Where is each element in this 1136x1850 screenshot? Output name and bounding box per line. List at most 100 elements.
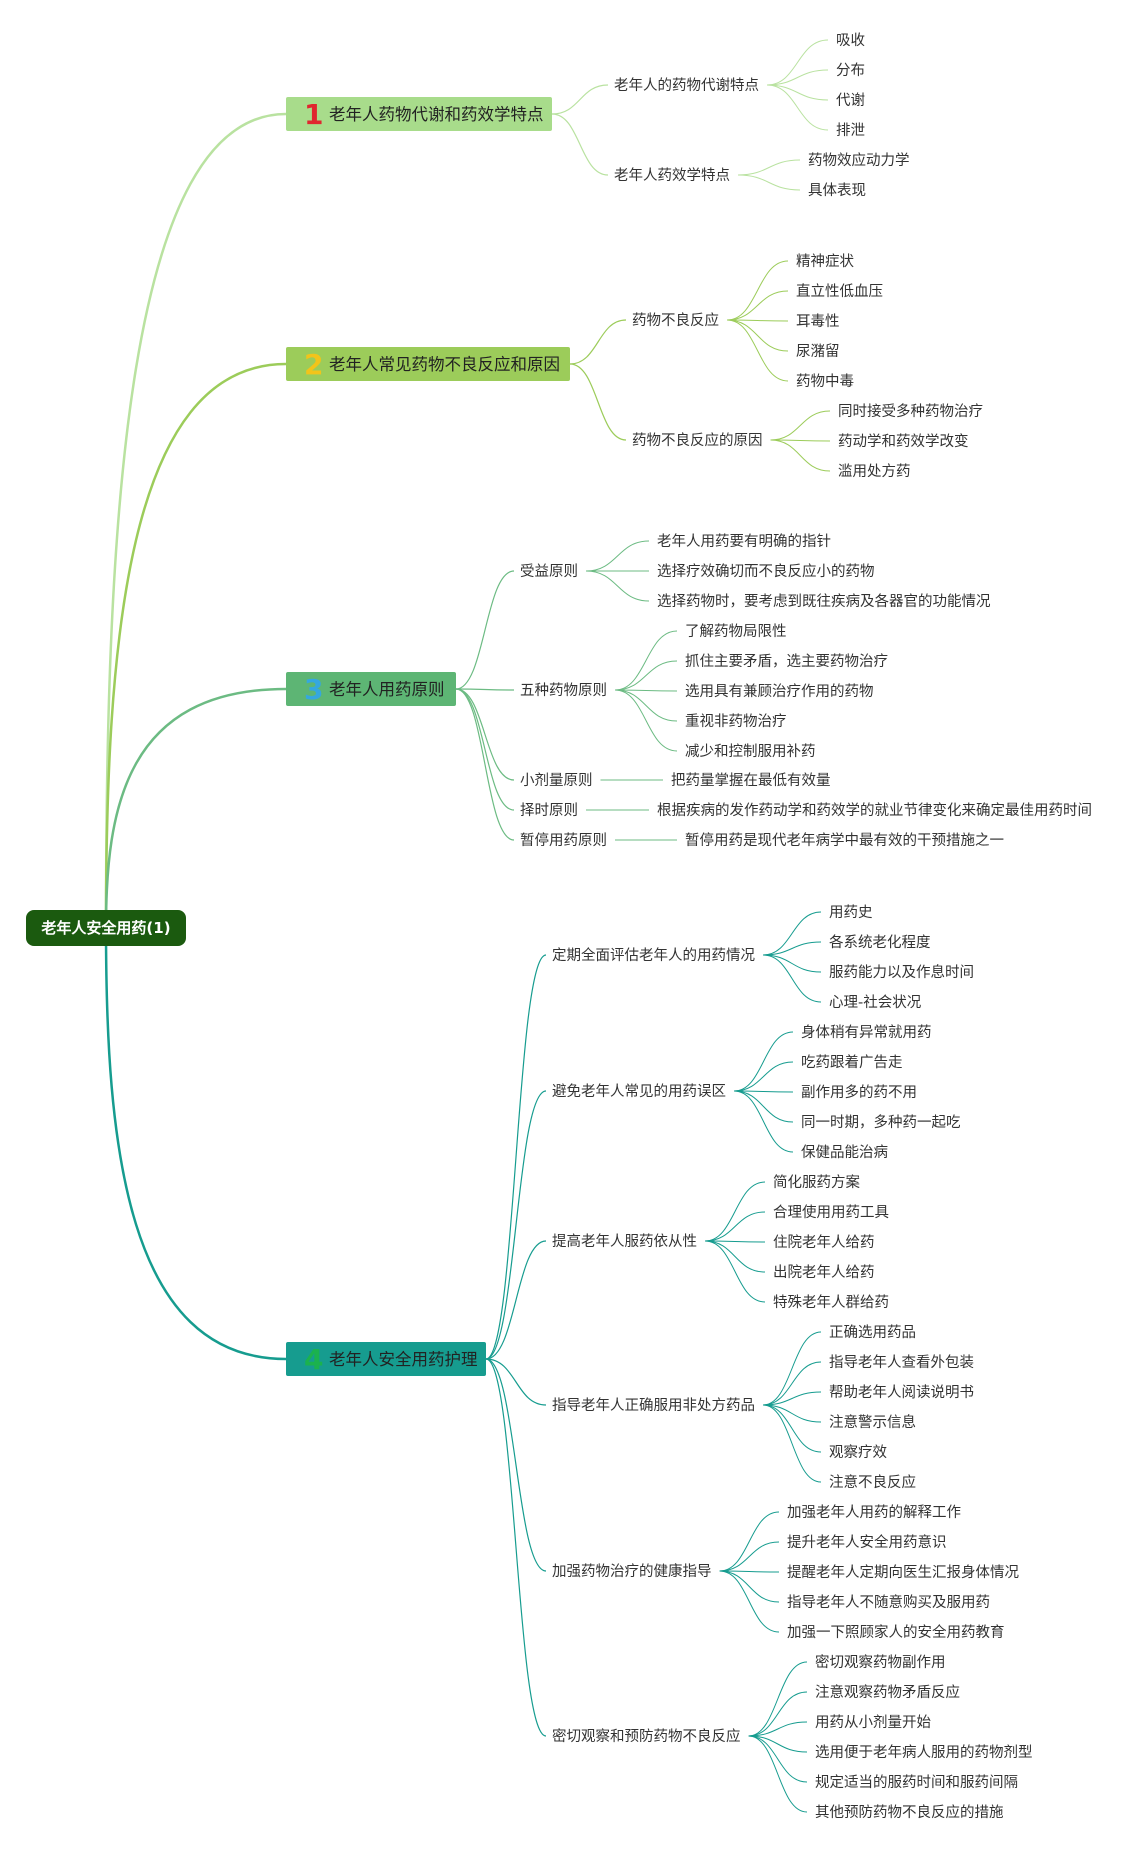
leaf-label[interactable]: 加强老年人用药的解释工作 bbox=[787, 1504, 961, 1521]
leaf-label[interactable]: 吸收 bbox=[836, 32, 865, 49]
branch-1-box[interactable] bbox=[286, 97, 552, 131]
leaf-label[interactable]: 用药史 bbox=[829, 904, 873, 921]
leaf-label[interactable]: 住院老年人给药 bbox=[773, 1234, 875, 1251]
topic-label[interactable]: 老年人药效学特点 bbox=[614, 167, 730, 184]
leaf-label[interactable]: 重视非药物治疗 bbox=[685, 713, 787, 730]
leaf-label[interactable]: 选用便于老年病人服用的药物剂型 bbox=[815, 1744, 1033, 1761]
leaf-label[interactable]: 吃药跟着广告走 bbox=[801, 1054, 903, 1071]
leaf-label[interactable]: 滥用处方药 bbox=[838, 463, 911, 480]
leaf-label[interactable]: 具体表现 bbox=[808, 182, 866, 199]
topic-leaf-connector bbox=[726, 319, 789, 382]
branch-topic-connector bbox=[455, 688, 515, 811]
leaf-label[interactable]: 精神症状 bbox=[796, 253, 854, 270]
root-branch-connector bbox=[104, 687, 287, 929]
leaf-label[interactable]: 合理使用用药工具 bbox=[773, 1204, 889, 1221]
leaf-label[interactable]: 抓住主要矛盾，选主要药物治疗 bbox=[685, 653, 888, 670]
topic-label[interactable]: 老年人的药物代谢特点 bbox=[614, 77, 759, 94]
branch-topic-connector bbox=[569, 319, 627, 365]
branch-3-label[interactable]: 老年人用药原则 bbox=[329, 680, 445, 699]
leaf-label[interactable]: 注意不良反应 bbox=[829, 1473, 916, 1491]
branch-4-label[interactable]: 老年人安全用药护理 bbox=[329, 1350, 478, 1369]
leaf-label[interactable]: 选择药物时，要考虑到既往疾病及各器官的功能情况 bbox=[657, 593, 991, 610]
leaf-label[interactable]: 用药从小剂量开始 bbox=[815, 1714, 931, 1731]
topic-label[interactable]: 密切观察和预防药物不良反应 bbox=[552, 1727, 741, 1745]
leaf-label[interactable]: 注意警示信息 bbox=[829, 1413, 916, 1431]
leaf-label[interactable]: 药物效应动力学 bbox=[808, 151, 910, 169]
leaf-label[interactable]: 直立性低血压 bbox=[796, 283, 883, 300]
topic-leaf-connector bbox=[704, 1240, 766, 1273]
topic-label[interactable]: 指导老年人正确服用非处方药品 bbox=[552, 1397, 755, 1414]
topic-leaf-connector bbox=[762, 1404, 822, 1483]
branch-topic-connector bbox=[485, 1090, 547, 1360]
topic-label[interactable]: 定期全面评估老年人的用药情况 bbox=[552, 946, 755, 964]
leaf-label[interactable]: 尿潴留 bbox=[796, 343, 840, 360]
topic-label[interactable]: 暂停用药原则 bbox=[520, 832, 607, 849]
leaf-label[interactable]: 心理-社会状况 bbox=[829, 994, 922, 1011]
topic-label[interactable]: 药物不良反应的原因 bbox=[632, 431, 763, 449]
leaf-label[interactable]: 正确选用药品 bbox=[829, 1324, 916, 1341]
branch-3-box[interactable] bbox=[286, 672, 456, 706]
branch-2-box[interactable] bbox=[286, 347, 570, 381]
branch-topic-connector bbox=[485, 1358, 547, 1406]
branch-topic-connector bbox=[485, 1240, 547, 1360]
leaf-label[interactable]: 规定适当的服药时间和服药间隔 bbox=[815, 1774, 1018, 1791]
leaf-label[interactable]: 观察疗效 bbox=[829, 1443, 887, 1461]
topic-leaf-connector bbox=[726, 260, 789, 321]
leaf-label[interactable]: 简化服药方案 bbox=[773, 1173, 860, 1191]
leaf-label[interactable]: 同时接受多种药物治疗 bbox=[838, 403, 983, 420]
branch-2-label[interactable]: 老年人常见药物不良反应和原因 bbox=[329, 355, 560, 374]
leaf-label[interactable]: 选择疗效确切而不良反应小的药物 bbox=[657, 562, 875, 580]
topic-label[interactable]: 提高老年人服药依从性 bbox=[552, 1233, 697, 1250]
topic-leaf-connector bbox=[748, 1661, 808, 1737]
leaf-label[interactable]: 选用具有兼顾治疗作用的药物 bbox=[685, 683, 874, 700]
leaf-label[interactable]: 指导老年人查看外包装 bbox=[829, 1354, 974, 1371]
leaf-label[interactable]: 特殊老年人群给药 bbox=[773, 1294, 889, 1311]
leaf-label[interactable]: 同一时期，多种药一起吃 bbox=[801, 1114, 961, 1131]
branch-1-number: 1 bbox=[304, 98, 323, 131]
topic-leaf-connector bbox=[770, 439, 831, 442]
leaf-label[interactable]: 密切观察药物副作用 bbox=[815, 1653, 946, 1671]
topic-label[interactable]: 五种药物原则 bbox=[520, 682, 607, 699]
leaf-label[interactable]: 保健品能治病 bbox=[801, 1144, 888, 1161]
leaf-label[interactable]: 服药能力以及作息时间 bbox=[829, 964, 974, 981]
topic-label[interactable]: 加强药物治疗的健康指导 bbox=[552, 1563, 712, 1580]
leaf-label[interactable]: 根据疾病的发作药动学和药效学的就业节律变化来确定最佳用药时间 bbox=[657, 802, 1092, 819]
leaf-label[interactable]: 副作用多的药不用 bbox=[801, 1084, 917, 1101]
leaf-label[interactable]: 代谢 bbox=[836, 92, 865, 109]
root-node[interactable] bbox=[26, 910, 186, 946]
topic-label[interactable]: 受益原则 bbox=[520, 563, 578, 580]
leaf-label[interactable]: 减少和控制服用补药 bbox=[685, 743, 816, 760]
topic-label[interactable]: 药物不良反应 bbox=[632, 311, 719, 329]
leaf-label[interactable]: 暂停用药是现代老年病学中最有效的干预措施之一 bbox=[685, 832, 1004, 849]
leaf-label[interactable]: 老年人用药要有明确的指针 bbox=[657, 533, 831, 550]
root-label[interactable]: 老年人安全用药(1) bbox=[40, 919, 170, 937]
topic-leaf-connector bbox=[733, 1090, 794, 1123]
leaf-label[interactable]: 排泄 bbox=[836, 122, 865, 139]
leaf-label[interactable]: 身体稍有异常就用药 bbox=[801, 1024, 932, 1041]
leaf-label[interactable]: 指导老年人不随意购买及服用药 bbox=[787, 1593, 990, 1611]
topic-label[interactable]: 小剂量原则 bbox=[520, 772, 593, 789]
topic-leaf-connector bbox=[704, 1240, 766, 1303]
leaf-label[interactable]: 各系统老化程度 bbox=[829, 934, 931, 951]
root-branch-connector bbox=[104, 112, 287, 929]
leaf-label[interactable]: 把药量掌握在最低有效量 bbox=[671, 772, 831, 789]
leaf-label[interactable]: 其他预防药物不良反应的措施 bbox=[815, 1803, 1004, 1821]
leaf-label[interactable]: 药物中毒 bbox=[796, 373, 854, 390]
leaf-label[interactable]: 注意观察药物矛盾反应 bbox=[815, 1683, 960, 1701]
topic-label[interactable]: 择时原则 bbox=[520, 802, 578, 819]
root-branch-connector bbox=[104, 362, 287, 929]
leaf-label[interactable]: 药动学和药效学改变 bbox=[838, 433, 969, 450]
leaf-label[interactable]: 出院老年人给药 bbox=[773, 1264, 875, 1281]
leaf-label[interactable]: 了解药物局限性 bbox=[685, 623, 787, 640]
branch-1-label[interactable]: 老年人药物代谢和药效学特点 bbox=[329, 105, 544, 124]
branch-4-box[interactable] bbox=[286, 1342, 486, 1376]
leaf-label[interactable]: 分布 bbox=[836, 62, 865, 79]
leaf-label[interactable]: 提醒老年人定期向医生汇报身体情况 bbox=[787, 1564, 1019, 1581]
leaf-label[interactable]: 提升老年人安全用药意识 bbox=[787, 1533, 947, 1551]
leaf-label[interactable]: 帮助老年人阅读说明书 bbox=[829, 1384, 974, 1401]
leaf-label[interactable]: 耳毒性 bbox=[796, 313, 840, 330]
topic-leaf-connector bbox=[737, 159, 801, 176]
topic-label[interactable]: 避免老年人常见的用药误区 bbox=[552, 1083, 726, 1100]
branch-2-number: 2 bbox=[304, 348, 323, 381]
leaf-label[interactable]: 加强一下照顾家人的安全用药教育 bbox=[787, 1623, 1005, 1641]
